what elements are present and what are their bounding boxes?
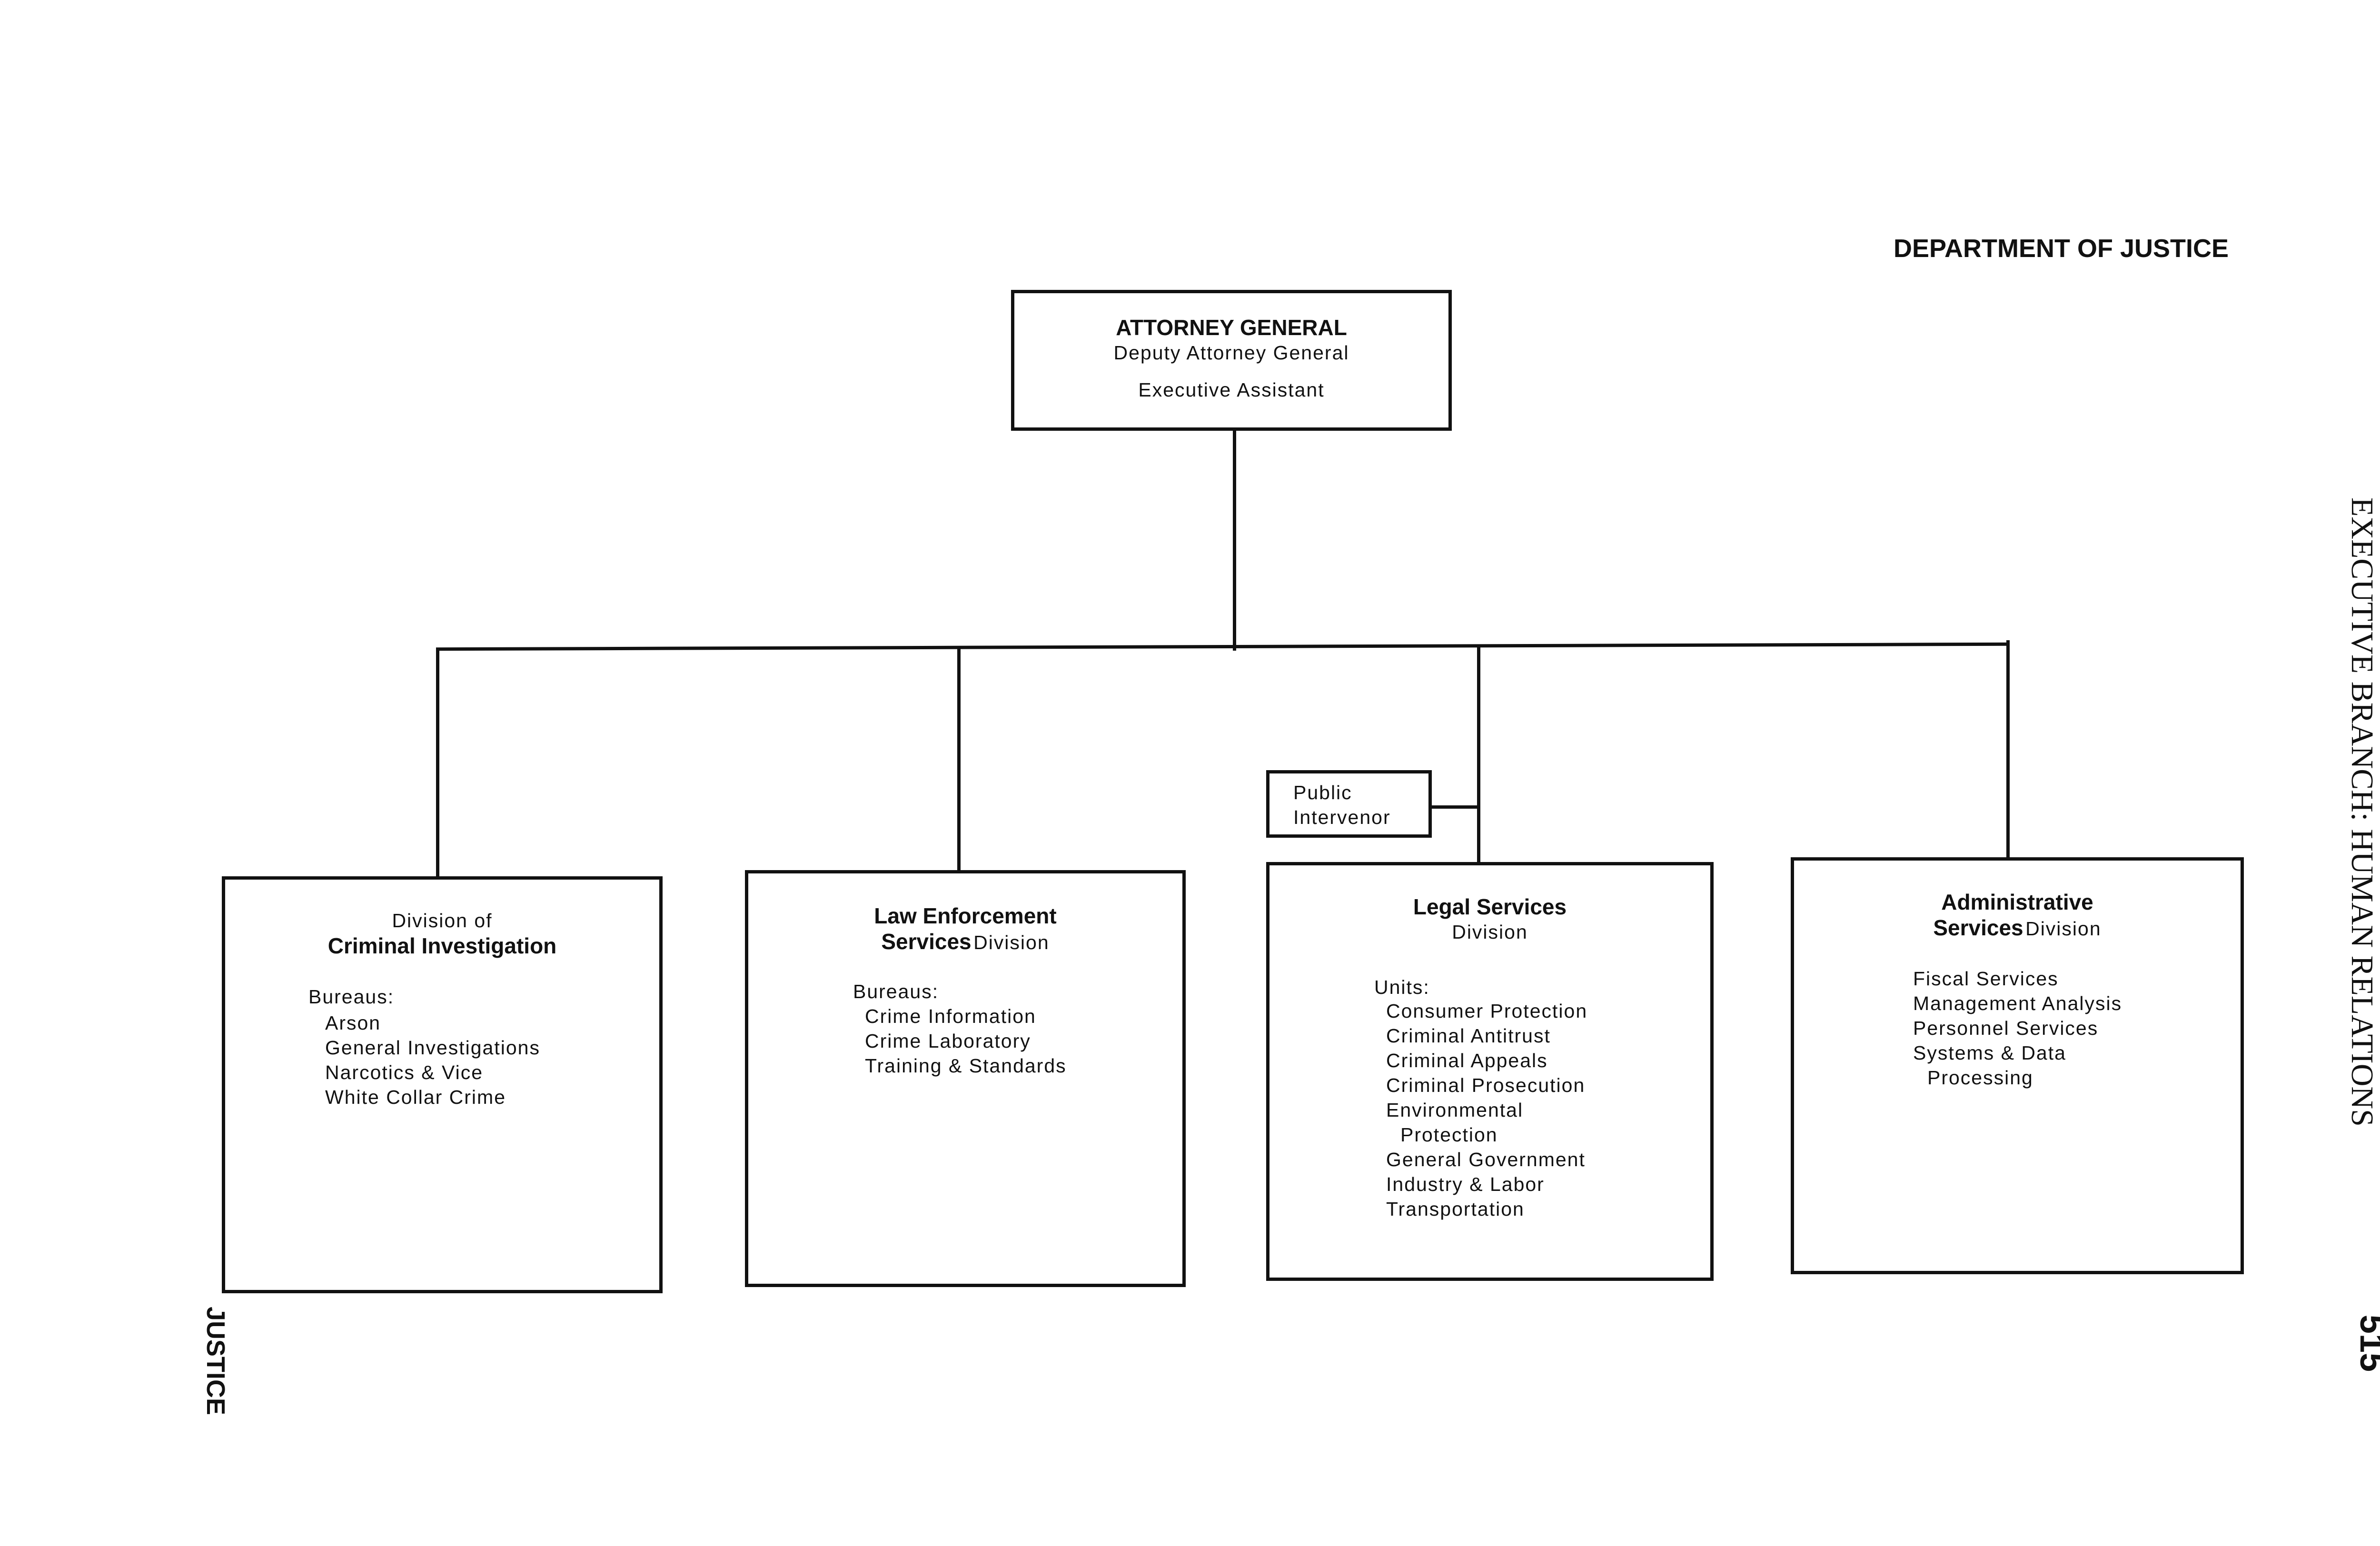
list-item: Protection — [1400, 1124, 1498, 1146]
division-title: Administrative — [1941, 890, 2093, 914]
list-item: Management Analysis — [1913, 992, 2122, 1014]
criminal-investigation-box: Division of Criminal Investigation Burea… — [222, 876, 663, 1293]
law-enforcement-box: Law Enforcement Services Division Bureau… — [745, 870, 1186, 1287]
list-item: Training & Standards — [865, 1055, 1067, 1077]
list-item: Criminal Prosecution — [1386, 1074, 1586, 1096]
section-label: JUSTICE — [201, 1307, 230, 1416]
division-title: Legal Services — [1413, 894, 1567, 919]
division-title: Criminal Investigation — [327, 933, 557, 958]
division-title-prefix: Division of — [392, 910, 493, 932]
connector-line — [436, 648, 439, 877]
connector-line — [1477, 645, 1480, 863]
list-label: Bureaus: — [308, 986, 395, 1008]
list-item: Crime Laboratory — [865, 1030, 1031, 1052]
list-item: Industry & Labor — [1386, 1173, 1545, 1195]
public-intervenor-label: Intervenor — [1293, 806, 1391, 828]
list-item: Transportation — [1386, 1198, 1525, 1220]
list-item: Criminal Appeals — [1386, 1050, 1548, 1071]
list-item: Environmental — [1386, 1099, 1524, 1121]
list-item: Personnel Services — [1913, 1017, 2099, 1039]
list-item: Arson — [325, 1012, 381, 1034]
division-title: Services — [1933, 915, 2023, 940]
connector-line — [957, 647, 961, 871]
list-item: Fiscal Services — [1913, 968, 2059, 990]
public-intervenor-label: Public — [1293, 782, 1352, 803]
attorney-general-title: ATTORNEY GENERAL — [1116, 315, 1347, 340]
list-item: Systems & Data — [1913, 1042, 2066, 1064]
page-number: 515 — [2353, 1315, 2380, 1372]
division-title-suffix: Division — [1452, 921, 1528, 943]
list-item: General Government — [1386, 1149, 1586, 1170]
list-item: Criminal Antitrust — [1386, 1025, 1551, 1047]
connector-line — [1233, 431, 1236, 651]
list-item: General Investigations — [325, 1037, 540, 1059]
legal-services-box: Legal Services Division Units: Consumer … — [1266, 862, 1714, 1281]
list-item: Crime Information — [865, 1005, 1036, 1027]
list-item: Consumer Protection — [1386, 1000, 1588, 1022]
list-item: Processing — [1927, 1067, 2033, 1089]
connector-line — [436, 642, 2010, 651]
connector-line — [1431, 805, 1478, 809]
list-label: Units: — [1374, 976, 1430, 998]
department-title: DEPARTMENT OF JUSTICE — [1893, 234, 2229, 263]
division-title-suffix: Division — [2025, 918, 2102, 940]
list-item: Narcotics & Vice — [325, 1061, 484, 1083]
division-title: Services — [881, 929, 972, 954]
list-label: Bureaus: — [853, 981, 939, 1002]
connector-line — [2006, 640, 2010, 858]
list-item: White Collar Crime — [325, 1086, 506, 1108]
deputy-attorney-general: Deputy Attorney General — [1113, 342, 1349, 364]
running-head: EXECUTIVE BRANCH: HUMAN RELATIONS — [2345, 497, 2380, 1127]
division-title-suffix: Division — [973, 932, 1050, 953]
executive-assistant: Executive Assistant — [1138, 379, 1325, 401]
administrative-services-box: Administrative Services Division Fiscal … — [1791, 857, 2244, 1274]
attorney-general-box: ATTORNEY GENERAL Deputy Attorney General… — [1011, 290, 1452, 431]
division-title: Law Enforcement — [874, 903, 1057, 928]
public-intervenor-box: Public Intervenor — [1266, 770, 1432, 838]
